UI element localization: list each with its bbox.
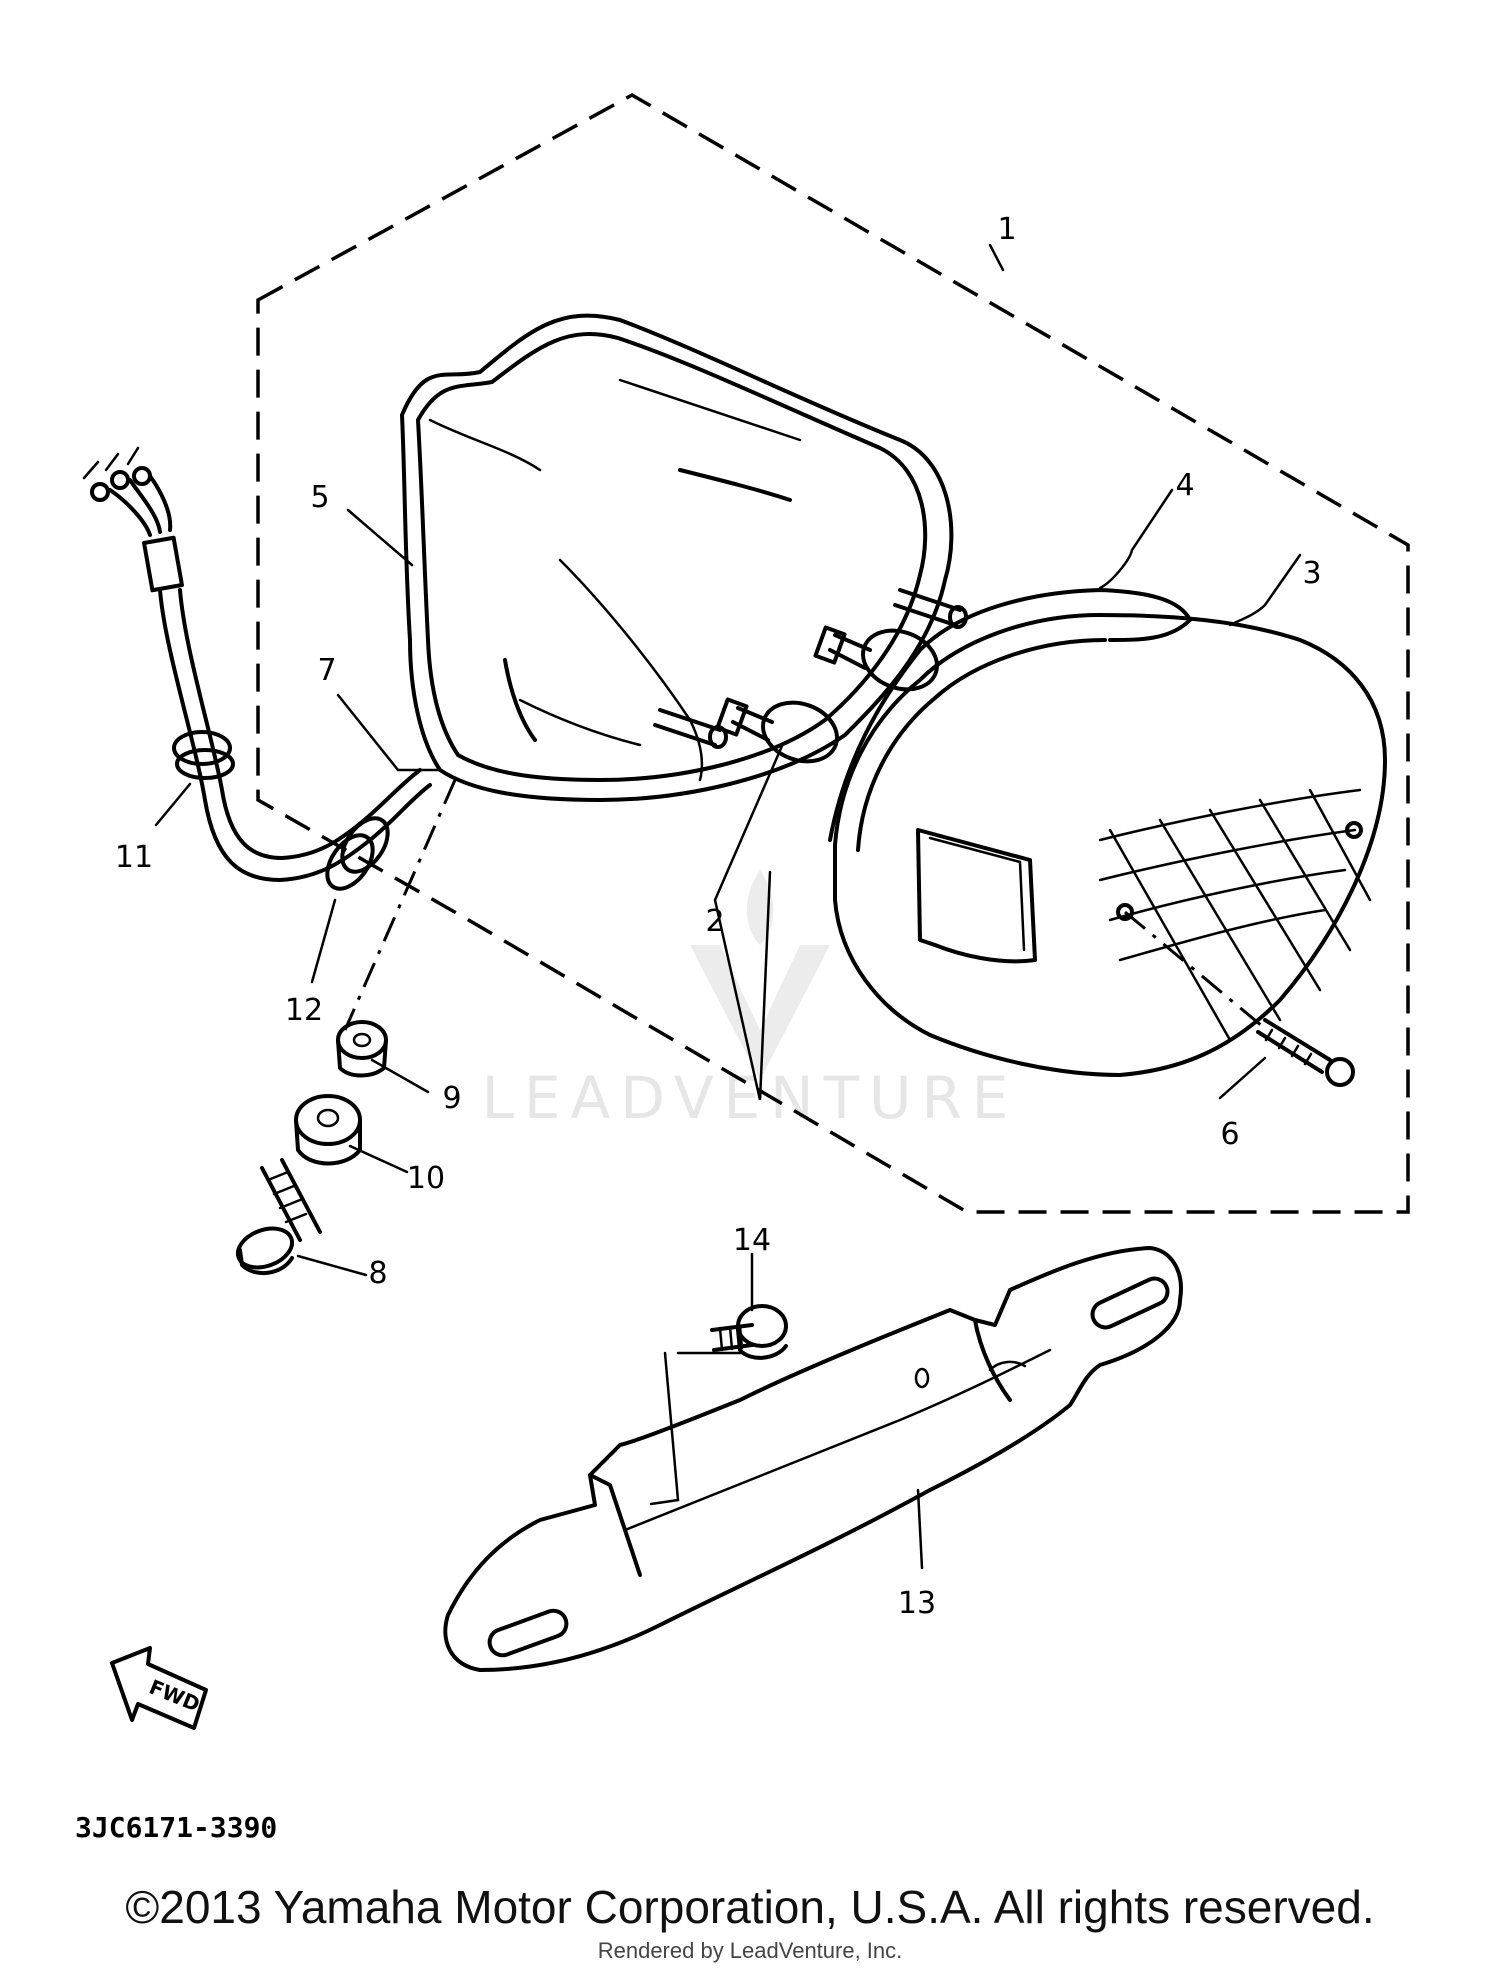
callout-3: 3	[1302, 556, 1321, 591]
bulbs	[715, 625, 939, 764]
wire-harness	[82, 446, 432, 891]
callout-10: 10	[407, 1161, 445, 1196]
callout-6: 6	[1220, 1117, 1239, 1152]
watermark-text: LEADVENTURE	[482, 1064, 1019, 1132]
license-bracket	[443, 1246, 1183, 1672]
callout-8: 8	[368, 1256, 387, 1291]
rendered-by-credit: Rendered by LeadVenture, Inc.	[597, 1938, 903, 1963]
callout-13: 13	[898, 1586, 936, 1621]
part-code: 3JC6171-3390	[75, 1811, 277, 1844]
callout-14: 14	[733, 1223, 771, 1258]
callout-7: 7	[317, 653, 336, 688]
callout-1: 1	[997, 212, 1016, 247]
leader-lines	[154, 243, 1302, 1570]
mounting-axis-line	[343, 779, 457, 1031]
callout-9: 9	[442, 1081, 461, 1116]
callout-4: 4	[1175, 468, 1194, 503]
callout-11: 11	[115, 840, 153, 875]
callout-5: 5	[310, 480, 329, 515]
fwd-arrow-icon: FWD	[110, 1646, 208, 1730]
damper-collar	[294, 1094, 362, 1166]
leadventure-watermark: LEADVENTURE	[482, 870, 1019, 1132]
callout-12: 12	[285, 993, 323, 1028]
callout-2: 2	[705, 904, 724, 939]
bracket-bolt	[710, 1304, 788, 1360]
lens-gasket	[828, 588, 1192, 842]
taillight-housing	[400, 313, 968, 802]
mounting-bolt	[235, 1158, 322, 1276]
assembly-group-outline	[256, 92, 1410, 1214]
lens-screw	[1124, 910, 1355, 1087]
taillight-lens	[833, 613, 1387, 1077]
copyright-notice: ©2013 Yamaha Motor Corporation, U.S.A. A…	[125, 1881, 1375, 1933]
